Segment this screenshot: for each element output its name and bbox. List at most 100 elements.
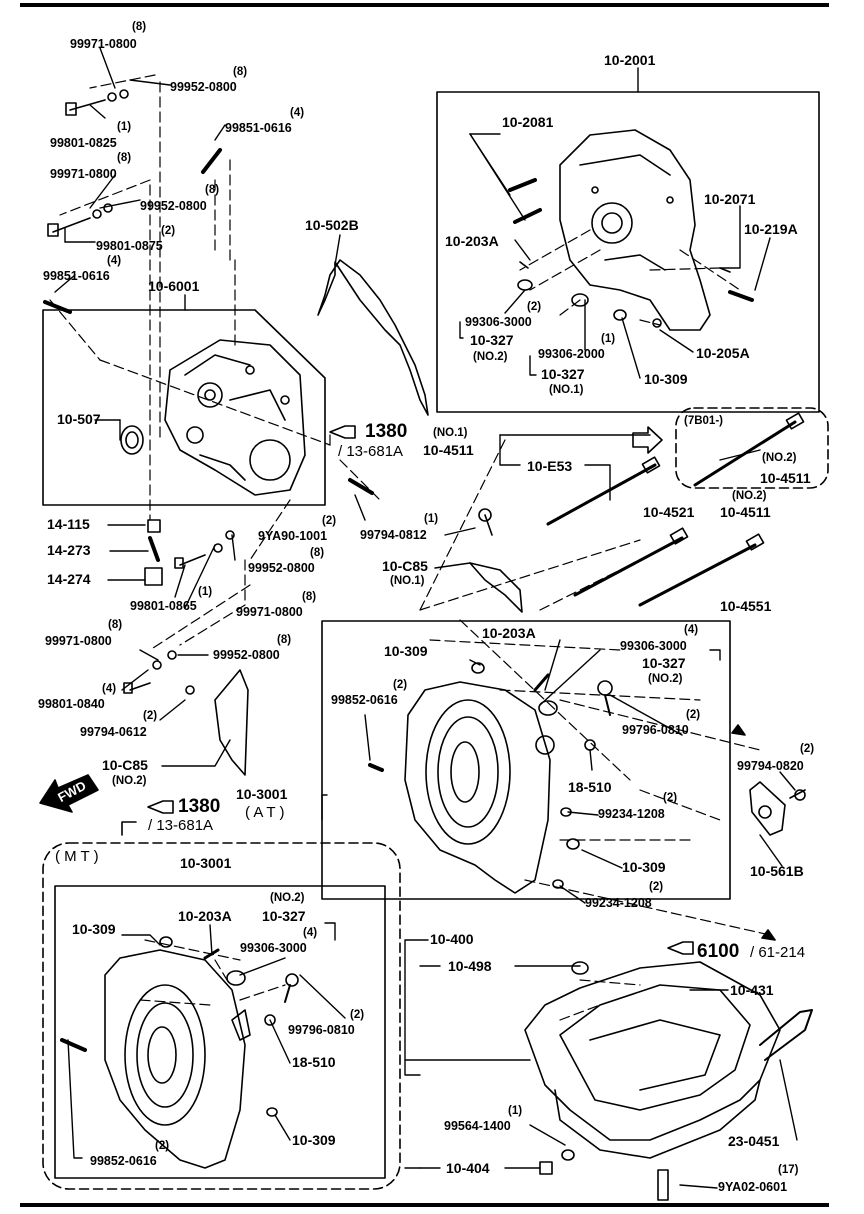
ref-subtext: / 61-214 [750, 944, 806, 961]
part-label: 10-327 [541, 366, 585, 382]
variant-tag: (NO.2) [473, 351, 508, 363]
qty-label: (1) [508, 1105, 523, 1117]
tension-bolts [546, 412, 805, 607]
small-gasket-part [749, 781, 806, 836]
part-label: 99851-0616 [225, 121, 292, 135]
qty-label: (4) [102, 683, 117, 695]
rear-housing-box [436, 91, 820, 413]
part-label: 10-309 [644, 371, 688, 387]
part-label: 10-400 [430, 931, 474, 947]
part-label: 10-404 [446, 1160, 490, 1176]
qty-label: (1) [424, 513, 439, 525]
part-label: 23-0451 [728, 1133, 780, 1149]
7b01-dashed-group [675, 407, 829, 489]
front-cover-box [42, 309, 326, 506]
part-label: 10-3001 [180, 855, 232, 871]
part-label: 99851-0616 [43, 269, 110, 283]
part-label: 99796-0810 [288, 1023, 355, 1037]
part-label: 99306-2000 [538, 347, 605, 361]
part-label: 9YA90-1001 [258, 529, 328, 543]
qty-label: (8) [302, 591, 317, 603]
top-rule [20, 3, 829, 7]
part-label: 10-4511 [720, 504, 771, 520]
part-label: 99801-0825 [50, 136, 117, 150]
part-label: 10-3001 [236, 786, 288, 802]
part-label: 99852-0616 [331, 693, 398, 707]
part-label: 10-203A [178, 908, 232, 924]
part-label: 99306-3000 [465, 315, 532, 329]
part-label: 10-327 [642, 655, 686, 671]
side-housing-at-part [368, 662, 613, 894]
part-label: 18-510 [568, 779, 612, 795]
part-label: 10-327 [262, 908, 306, 924]
qty-label: (1) [601, 333, 616, 345]
cover-no1-part [469, 562, 523, 613]
ref-subtext: / 13-681A [148, 817, 214, 834]
part-label: 14-273 [47, 542, 91, 558]
part-label: 10-219A [744, 221, 798, 237]
fwd-arrow-icon [39, 774, 99, 813]
ref-arrows [121, 425, 776, 955]
part-label: 10-4511 [760, 470, 811, 486]
part-label: 99952-0800 [213, 648, 280, 662]
qty-label: (2) [800, 743, 815, 755]
part-label: 10-309 [384, 643, 428, 659]
part-label: 10-2071 [704, 191, 756, 207]
part-label: 99794-0812 [360, 528, 427, 542]
part-label: 14-274 [47, 571, 91, 587]
ref-subtext: ( A T ) [245, 804, 285, 821]
part-label: 10-498 [448, 958, 492, 974]
qty-label: (4) [684, 624, 699, 636]
part-label: 10-4521 [643, 504, 695, 520]
mt-dashed-group [42, 842, 401, 1190]
part-label: 99971-0800 [236, 605, 303, 619]
qty-label: (4) [107, 255, 122, 267]
mt-label: ( M T ) [55, 848, 99, 865]
part-label: 10-309 [72, 921, 116, 937]
part-label: 99801-0875 [96, 239, 163, 253]
part-label: 99952-0800 [140, 199, 207, 213]
qty-label: (2) [143, 710, 158, 722]
part-label: 99564-1400 [444, 1119, 511, 1133]
part-label: 99796-0810 [622, 723, 689, 737]
part-label: 99852-0616 [90, 1154, 157, 1168]
qty-label: (2) [161, 225, 176, 237]
qty-label: (2) [350, 1009, 365, 1021]
part-label: 10-2001 [604, 52, 656, 68]
part-label: 10-431 [730, 982, 774, 998]
variant-tag: (NO.2) [270, 892, 305, 904]
part-label: 10-C85 [382, 558, 428, 574]
side-housing-mt-part [60, 936, 299, 1169]
part-label: 10-507 [57, 411, 101, 427]
leader-lines [54, 47, 798, 1189]
qty-label: (2) [649, 881, 664, 893]
front-cover-part [164, 339, 306, 496]
part-label: 99306-3000 [240, 941, 307, 955]
part-label: 10-309 [292, 1132, 336, 1148]
part-label: 99794-0820 [737, 759, 804, 773]
qty-label: (2) [155, 1140, 170, 1152]
part-label: 10-203A [482, 625, 536, 641]
qty-label: (1) [198, 586, 213, 598]
qty-label: (8) [117, 152, 132, 164]
qty-label: (17) [778, 1164, 799, 1176]
qty-label: (2) [663, 792, 678, 804]
part-label: 99952-0800 [248, 561, 315, 575]
part-label: 10-203A [445, 233, 499, 249]
qty-label: (8) [132, 21, 147, 33]
alignment-lines [49, 74, 771, 1021]
variant-tag: (NO.2) [762, 452, 797, 464]
part-label: 10-E53 [527, 458, 573, 474]
part-label: 9YA02-0601 [718, 1180, 788, 1194]
qty-label: (4) [303, 927, 318, 939]
variant-tag: (NO.1) [433, 427, 468, 439]
bottom-rule [20, 1203, 829, 1207]
part-label: 99971-0800 [45, 634, 112, 648]
oil-pan-part [524, 961, 813, 1201]
qty-label: (2) [393, 679, 408, 691]
part-label: 10-309 [622, 859, 666, 875]
oil-seal-part [120, 425, 144, 455]
variant-tag: (7B01-) [684, 415, 723, 427]
